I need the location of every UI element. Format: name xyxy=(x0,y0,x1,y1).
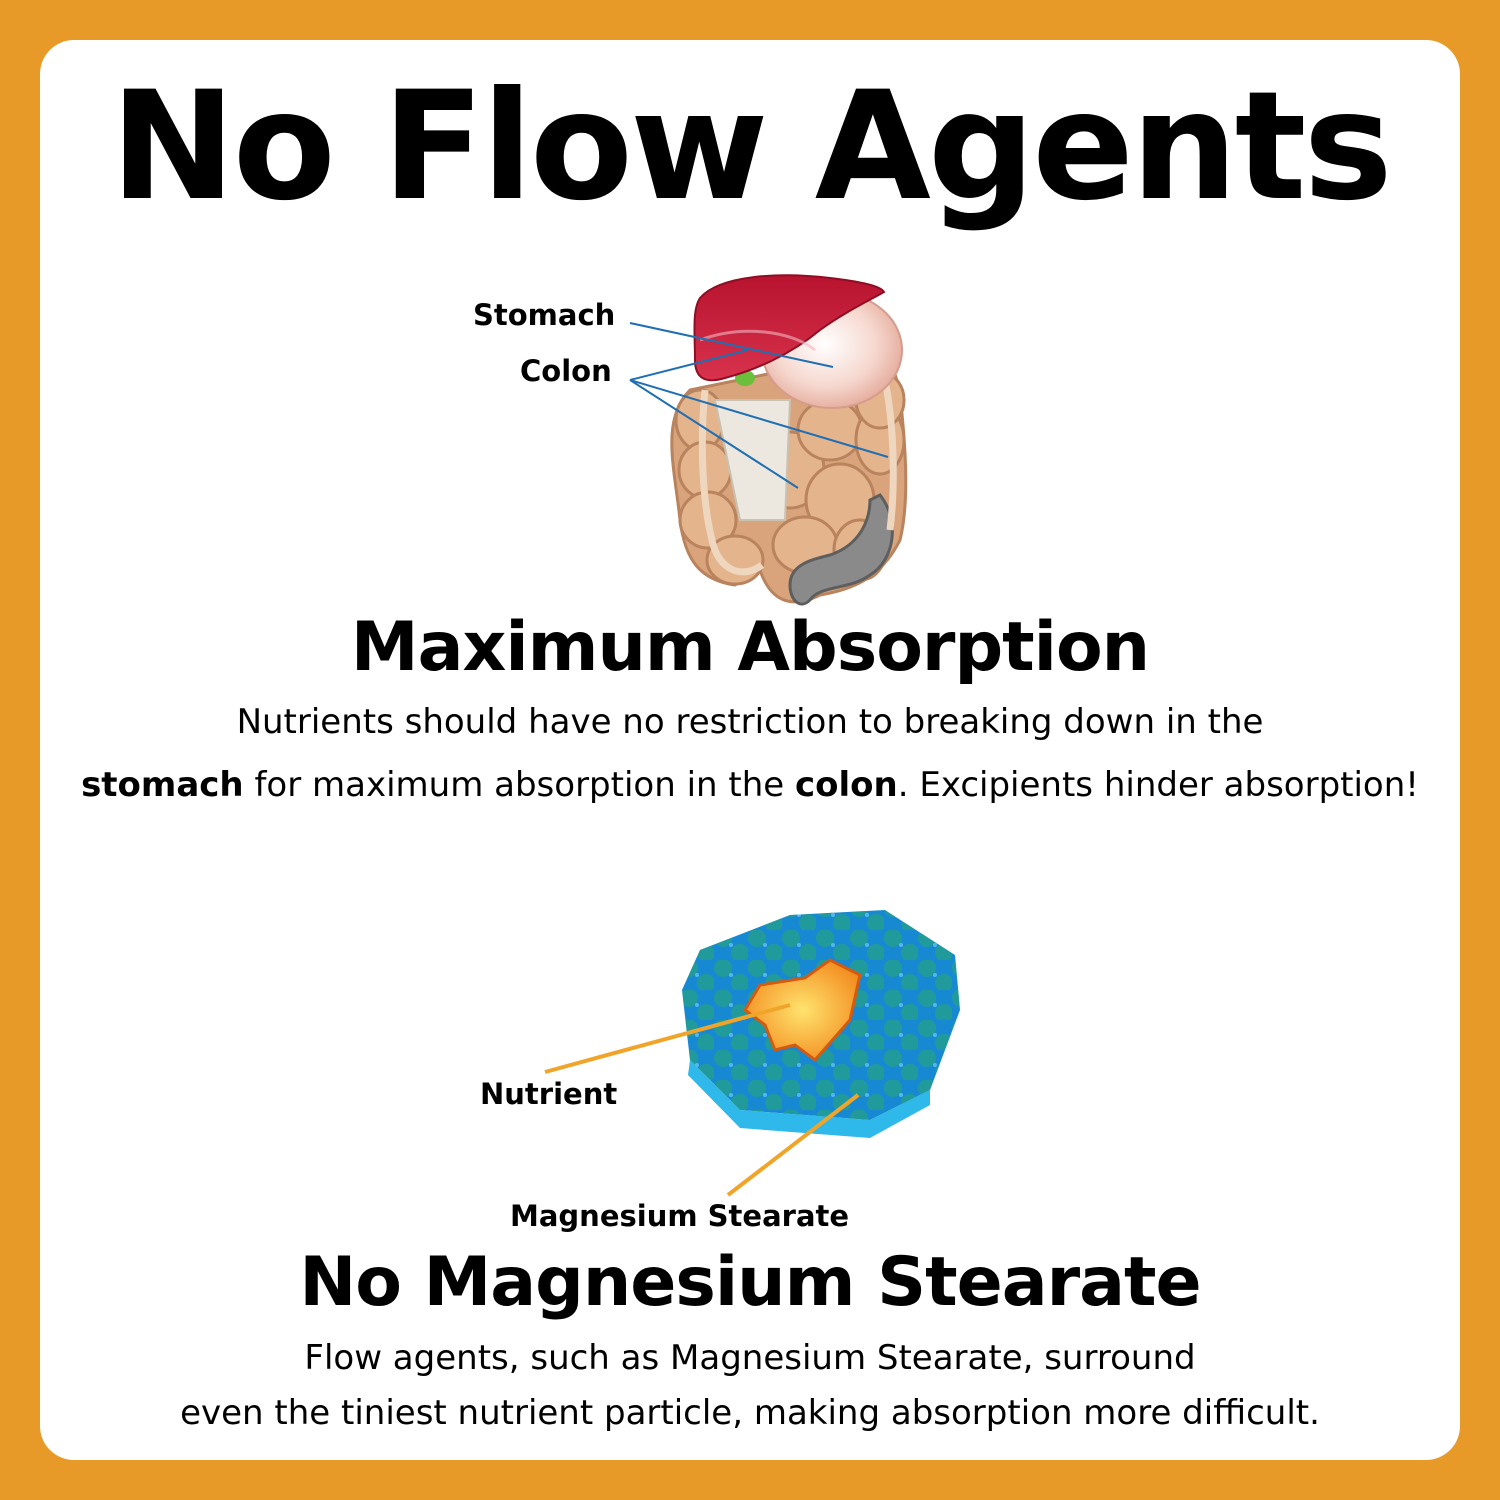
section1-heading: Maximum Absorption xyxy=(350,608,1150,687)
section2-line2: even the tiniest nutrient particle, maki… xyxy=(180,1393,1320,1433)
page-title: No Flow Agents xyxy=(110,60,1393,234)
stomach-label: Stomach xyxy=(473,298,616,332)
line2-text-b: . Excipients hinder absorption! xyxy=(897,765,1419,805)
colon-label: Colon xyxy=(520,354,612,388)
section1-line2: stomach for maximum absorption in the co… xyxy=(0,765,1500,805)
section2-heading: No Magnesium Stearate xyxy=(299,1243,1201,1322)
section1-line1: Nutrients should have no restriction to … xyxy=(236,702,1264,742)
colon-emphasis: colon xyxy=(794,765,898,805)
section2-line1: Flow agents, such as Magnesium Stearate,… xyxy=(304,1338,1196,1378)
line2-text-a: for maximum absorption in the xyxy=(243,765,795,805)
nutrient-label: Nutrient xyxy=(480,1077,618,1111)
stomach-emphasis: stomach xyxy=(81,765,244,805)
magnesium-stearate-label: Magnesium Stearate xyxy=(510,1199,850,1233)
